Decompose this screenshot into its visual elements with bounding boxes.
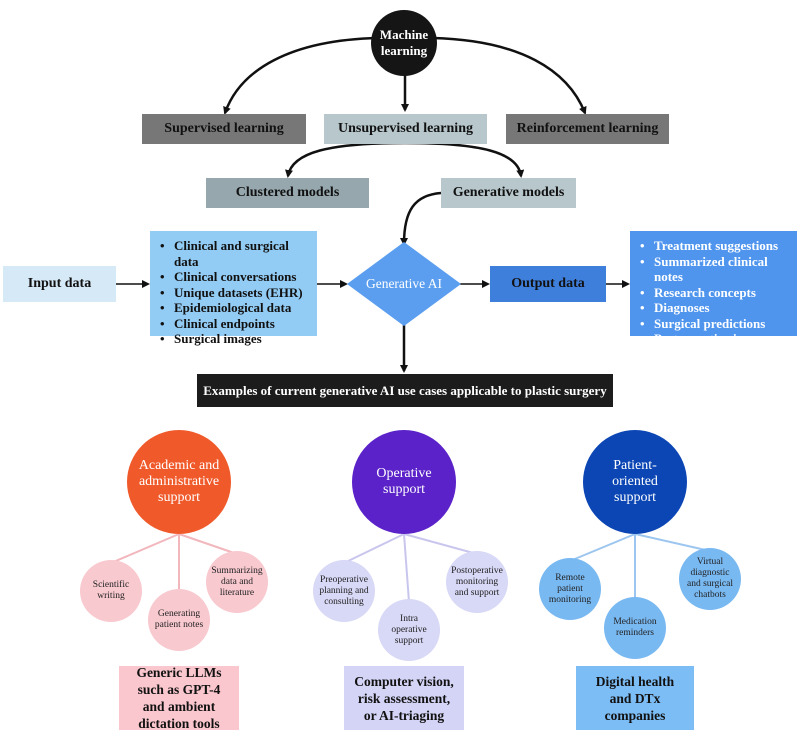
connector-unsupervised-clustered bbox=[285, 141, 406, 178]
subtopic-circle: Scientific writing bbox=[80, 560, 142, 622]
output-item: Postoperative images bbox=[640, 331, 795, 347]
unsupervised-learning-box: Unsupervised learning bbox=[324, 114, 487, 144]
subtopic-label: Preoperative planning and consulting bbox=[319, 574, 369, 607]
group-connector bbox=[569, 533, 636, 562]
output-data-box: Output data bbox=[490, 266, 606, 302]
group-connector bbox=[110, 533, 180, 564]
input-item: Clinical conversations bbox=[160, 269, 313, 285]
output-item: Diagnoses bbox=[640, 300, 795, 316]
subtopic-circle: Remote patient monitoring bbox=[539, 558, 601, 620]
subtopic-label: Remote patient monitoring bbox=[548, 572, 592, 605]
output-item: Summarized clinical notes bbox=[640, 254, 795, 285]
supervised-learning-box: Supervised learning bbox=[142, 114, 306, 144]
subtopic-circle: Medication reminders bbox=[604, 597, 666, 659]
machine-learning-node: Machine learning bbox=[371, 10, 437, 76]
output-item: Surgical predictions bbox=[640, 316, 795, 332]
subtopic-label: Intra operative support bbox=[391, 613, 427, 646]
input-item: Epidemiological data bbox=[160, 300, 313, 316]
group-title: Patient-oriented support bbox=[612, 458, 658, 505]
subtopic-label: Postoperative monitoring and support bbox=[451, 565, 503, 598]
subtopic-circle: Preoperative planning and consulting bbox=[313, 560, 375, 622]
supervised-learning-label: Supervised learning bbox=[164, 121, 284, 136]
group-circle-3: Patient-oriented support bbox=[583, 430, 687, 534]
output-item: Research concepts bbox=[640, 285, 795, 301]
group-connector bbox=[403, 533, 410, 603]
connector-generative-ai bbox=[400, 191, 442, 246]
input-item: Unique datasets (EHR) bbox=[160, 285, 313, 301]
group-connector bbox=[634, 533, 711, 552]
group-title: Operative support bbox=[376, 466, 432, 497]
generative-models-box: Generative models bbox=[441, 178, 576, 208]
input-data-box: Input data bbox=[3, 266, 116, 302]
reinforcement-learning-box: Reinforcement learning bbox=[506, 114, 669, 144]
group-example-card: Computer vision, risk assessment, or AI-… bbox=[344, 666, 464, 730]
group-example-text: Generic LLMs such as GPT-4 and ambient d… bbox=[136, 665, 222, 731]
clustered-models-box: Clustered models bbox=[206, 178, 369, 208]
subtopic-label: Scientific writing bbox=[92, 580, 130, 601]
reinforcement-learning-label: Reinforcement learning bbox=[516, 121, 659, 136]
input-item: Clinical endpoints bbox=[160, 316, 313, 332]
use-cases-banner: Examples of current generative AI use ca… bbox=[197, 374, 613, 407]
use-cases-banner-text: Examples of current generative AI use ca… bbox=[203, 382, 607, 398]
subtopic-circle: Intra operative support bbox=[378, 599, 440, 661]
generative-ai-diamond bbox=[347, 242, 461, 326]
subtopic-circle: Postoperative monitoring and support bbox=[446, 551, 508, 613]
group-connector bbox=[178, 533, 238, 555]
connector-ml-reinforcement bbox=[431, 36, 587, 115]
group-title: Academic and administrative support bbox=[138, 458, 220, 505]
group-example-text: Digital health and DTx companies bbox=[595, 673, 675, 723]
input-items-box: Clinical and surgical dataClinical conve… bbox=[150, 231, 317, 346]
group-example-card: Generic LLMs such as GPT-4 and ambient d… bbox=[119, 665, 239, 731]
subtopic-label: Medication reminders bbox=[613, 617, 657, 638]
group-circle-2: Operative support bbox=[352, 430, 456, 534]
connector-ml-supervised bbox=[223, 36, 379, 115]
machine-learning-label: Machine learning bbox=[379, 27, 429, 58]
output-data-label: Output data bbox=[511, 276, 585, 291]
subtopic-label: Summarizing data and literature bbox=[211, 565, 263, 598]
group-connector bbox=[403, 533, 478, 555]
input-items-list: Clinical and surgical dataClinical conve… bbox=[154, 238, 313, 347]
group-connector bbox=[343, 533, 405, 564]
subtopic-label: Generating patient notes bbox=[154, 609, 204, 630]
generative-models-label: Generative models bbox=[452, 185, 565, 200]
generative-ai-label: Generative AI bbox=[365, 276, 443, 291]
group-example-card: Digital health and DTx companies bbox=[576, 666, 694, 730]
subtopic-label: Virtual diagnostic and surgical chatbots bbox=[687, 557, 733, 600]
clustered-models-label: Clustered models bbox=[235, 185, 340, 200]
input-item: Clinical and surgical data bbox=[160, 238, 313, 269]
input-item: Surgical images bbox=[160, 331, 313, 347]
subtopic-circle: Generating patient notes bbox=[148, 589, 210, 651]
connector-unsupervised-generative bbox=[404, 141, 525, 178]
group-example-text: Computer vision, risk assessment, or AI-… bbox=[354, 673, 454, 723]
subtopic-circle: Summarizing data and literature bbox=[206, 551, 268, 613]
group-circle-1: Academic and administrative support bbox=[127, 430, 231, 534]
output-items-list: Treatment suggestionsSummarized clinical… bbox=[634, 238, 795, 347]
unsupervised-learning-label: Unsupervised learning bbox=[338, 121, 473, 136]
input-data-label: Input data bbox=[27, 276, 92, 291]
output-items-box: Treatment suggestionsSummarized clinical… bbox=[630, 231, 797, 346]
generative-ai-label-wrap: Generative AI bbox=[352, 272, 456, 296]
subtopic-circle: Virtual diagnostic and surgical chatbots bbox=[679, 548, 741, 610]
output-item: Treatment suggestions bbox=[640, 238, 795, 254]
